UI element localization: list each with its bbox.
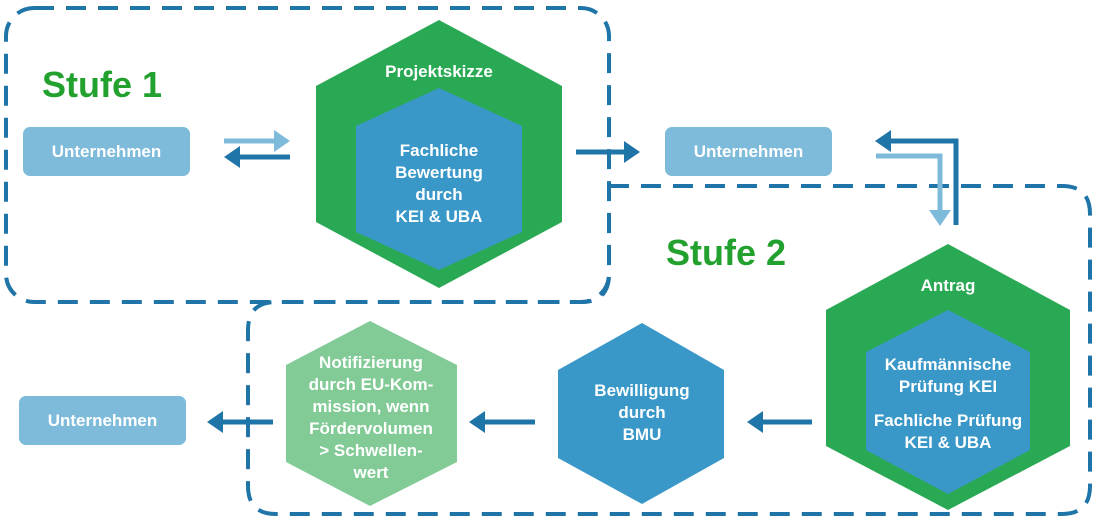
notification-to-company-arrow bbox=[207, 411, 273, 433]
stage1-region bbox=[4, 6, 611, 304]
application-inner-hexagon bbox=[866, 310, 1030, 494]
notification-line-4: Fördervolumen bbox=[309, 419, 433, 438]
stage2-region bbox=[246, 184, 1092, 516]
technical-line-2: KEI & UBA bbox=[904, 433, 992, 452]
company-end-box: Unternehmen bbox=[19, 396, 186, 445]
return-arrow bbox=[224, 146, 290, 168]
application-check-technical: Fachliche Prüfung KEI & UBA bbox=[858, 409, 1038, 455]
approval-line-2: durch bbox=[618, 403, 666, 422]
notification-line-2: durch EU-Kom- bbox=[308, 375, 434, 394]
submit-arrow bbox=[224, 130, 290, 152]
notification-text: Notifizierung durch EU-Kom- mission, wen… bbox=[292, 350, 450, 486]
approval-hexagon bbox=[558, 323, 724, 504]
approval-text: Bewilligung durch BMU bbox=[570, 378, 714, 448]
sketch-line-4: KEI & UBA bbox=[395, 207, 483, 226]
sketch-line-3: durch bbox=[415, 185, 463, 204]
commercial-line-1: Kaufmännische bbox=[884, 355, 1012, 374]
company-start-box: Unternehmen bbox=[23, 127, 190, 176]
application-to-company-arrow bbox=[875, 130, 959, 225]
company-to-application-arrow bbox=[876, 153, 951, 226]
stage2-title: Stufe 2 bbox=[666, 232, 787, 273]
application-to-approval-arrow bbox=[747, 411, 812, 433]
sketch-inner-text: Fachliche Bewertung durch KEI & UBA bbox=[366, 136, 512, 232]
application-title: Antrag bbox=[920, 276, 976, 295]
notification-line-5: > Schwellen- bbox=[319, 441, 423, 460]
approval-to-notification-arrow bbox=[469, 411, 535, 433]
sketch-inner-hexagon bbox=[356, 88, 522, 270]
sketch-title: Projektskizze bbox=[385, 62, 493, 81]
technical-line-1: Fachliche Prüfung bbox=[873, 411, 1023, 430]
company-mid-box: Unternehmen bbox=[665, 127, 832, 176]
sketch-to-company-arrow bbox=[576, 141, 640, 163]
notification-hexagon bbox=[286, 321, 457, 506]
notification-line-3: mission, wenn bbox=[312, 397, 430, 416]
sketch-line-1: Fachliche bbox=[399, 141, 479, 160]
notification-line-6: wert bbox=[353, 463, 389, 482]
commercial-line-2: Prüfung KEI bbox=[898, 377, 998, 396]
approval-line-3: BMU bbox=[622, 425, 662, 444]
stage1-title: Stufe 1 bbox=[42, 64, 163, 105]
notification-line-1: Notifizierung bbox=[319, 353, 423, 372]
approval-line-1: Bewilligung bbox=[594, 381, 690, 400]
sketch-line-2: Bewertung bbox=[395, 163, 483, 182]
application-check-commercial: Kaufmännische Prüfung KEI bbox=[858, 353, 1038, 399]
